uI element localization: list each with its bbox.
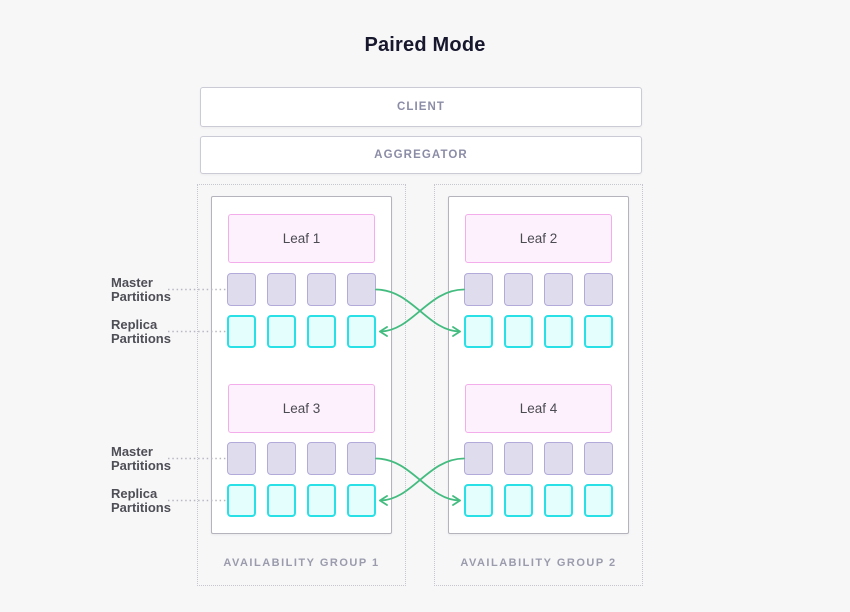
replica-partition (584, 484, 613, 517)
master-partition (347, 442, 376, 475)
replica-partition (267, 484, 296, 517)
group-label: AVAILABILITY GROUP 2 (460, 557, 617, 569)
replica-partition (227, 484, 256, 517)
leaf-name: Leaf 2 (519, 231, 558, 246)
master-partition-row (227, 442, 376, 475)
client-box: CLIENT (200, 87, 642, 127)
replica-partition (347, 315, 376, 348)
replica-partition (504, 315, 533, 348)
master-partition-row (464, 273, 613, 306)
availability-group-1: Leaf 1 Leaf 3 AVAILABILITY GROUP 1 (197, 184, 406, 586)
master-partition (307, 442, 336, 475)
master-partition-row (227, 273, 376, 306)
master-partition (347, 273, 376, 306)
master-partition (227, 442, 256, 475)
diagram-title: Paired Mode (364, 34, 486, 56)
master-partition (544, 442, 573, 475)
leaf-name: Leaf 1 (282, 231, 321, 246)
availability-group-2: Leaf 2 Leaf 4 AVAILABILITY GROUP 2 (434, 184, 643, 586)
replica-partition (584, 315, 613, 348)
replica-partition-row (464, 315, 613, 348)
master-partition (267, 442, 296, 475)
master-partition (584, 442, 613, 475)
master-partition (307, 273, 336, 306)
replica-partition (347, 484, 376, 517)
replica-partition (464, 484, 493, 517)
master-partition (504, 273, 533, 306)
replica-partition (307, 484, 336, 517)
replica-partitions-label: Replica Partitions (111, 486, 171, 515)
master-partition (544, 273, 573, 306)
leaf-header: Leaf 1 (228, 214, 375, 263)
replica-partition (267, 315, 296, 348)
replica-partition (544, 484, 573, 517)
master-partition (584, 273, 613, 306)
leaf-name: Leaf 3 (282, 401, 321, 416)
replica-partition (464, 315, 493, 348)
replica-partition-row (227, 484, 376, 517)
replica-partition (227, 315, 256, 348)
leaf-node-container: Leaf 1 Leaf 3 (211, 196, 392, 534)
replica-partition-row (464, 484, 613, 517)
master-partitions-label: Master Partitions (111, 275, 171, 304)
replica-partition (504, 484, 533, 517)
aggregator-box: AGGREGATOR (200, 136, 642, 174)
master-partition (464, 442, 493, 475)
replica-partition (544, 315, 573, 348)
master-partition (267, 273, 296, 306)
replica-partitions-label: Replica Partitions (111, 317, 171, 346)
master-partition (464, 273, 493, 306)
master-partitions-label: Master Partitions (111, 444, 171, 473)
group-label: AVAILABILITY GROUP 1 (223, 557, 380, 569)
aggregator-label: AGGREGATOR (374, 149, 468, 161)
leaf-name: Leaf 4 (519, 401, 558, 416)
master-partition (504, 442, 533, 475)
replica-partition (307, 315, 336, 348)
leaf-header: Leaf 4 (465, 384, 612, 433)
leaf-header: Leaf 2 (465, 214, 612, 263)
master-partition-row (464, 442, 613, 475)
leaf-header: Leaf 3 (228, 384, 375, 433)
leaf-node-container: Leaf 2 Leaf 4 (448, 196, 629, 534)
replica-partition-row (227, 315, 376, 348)
client-label: CLIENT (396, 101, 446, 113)
master-partition (227, 273, 256, 306)
